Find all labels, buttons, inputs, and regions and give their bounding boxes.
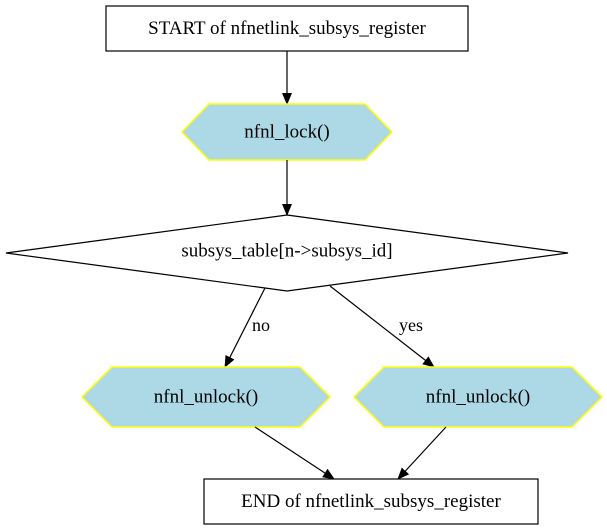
unlock-yes-node-label: nfnl_unlock() bbox=[426, 387, 530, 408]
edge-label-no: no bbox=[252, 315, 270, 335]
end-node: END of nfnetlink_subsys_register bbox=[203, 478, 539, 525]
start-node-label: START of nfnetlink_subsys_register bbox=[148, 18, 426, 39]
edge-unlock-no-to-end bbox=[254, 426, 335, 480]
start-node: START of nfnetlink_subsys_register bbox=[105, 5, 469, 52]
edge-label-yes: yes bbox=[399, 315, 423, 335]
decision-node-label: subsys_table[n->subsys_id] bbox=[181, 241, 392, 262]
decision-node: subsys_table[n->subsys_id] bbox=[5, 214, 569, 292]
edge-decision-to-unlock-no bbox=[224, 287, 266, 368]
edge-decision-to-unlock-yes bbox=[329, 285, 435, 368]
unlock-no-node: nfnl_unlock() bbox=[80, 366, 332, 428]
unlock-no-node-label: nfnl_unlock() bbox=[154, 387, 258, 408]
edge-unlock-yes-to-end bbox=[397, 426, 447, 480]
end-node-label: END of nfnetlink_subsys_register bbox=[241, 491, 501, 512]
lock-node-label: nfnl_lock() bbox=[244, 122, 329, 143]
unlock-yes-node: nfnl_unlock() bbox=[352, 366, 604, 428]
lock-node: nfnl_lock() bbox=[180, 103, 394, 161]
